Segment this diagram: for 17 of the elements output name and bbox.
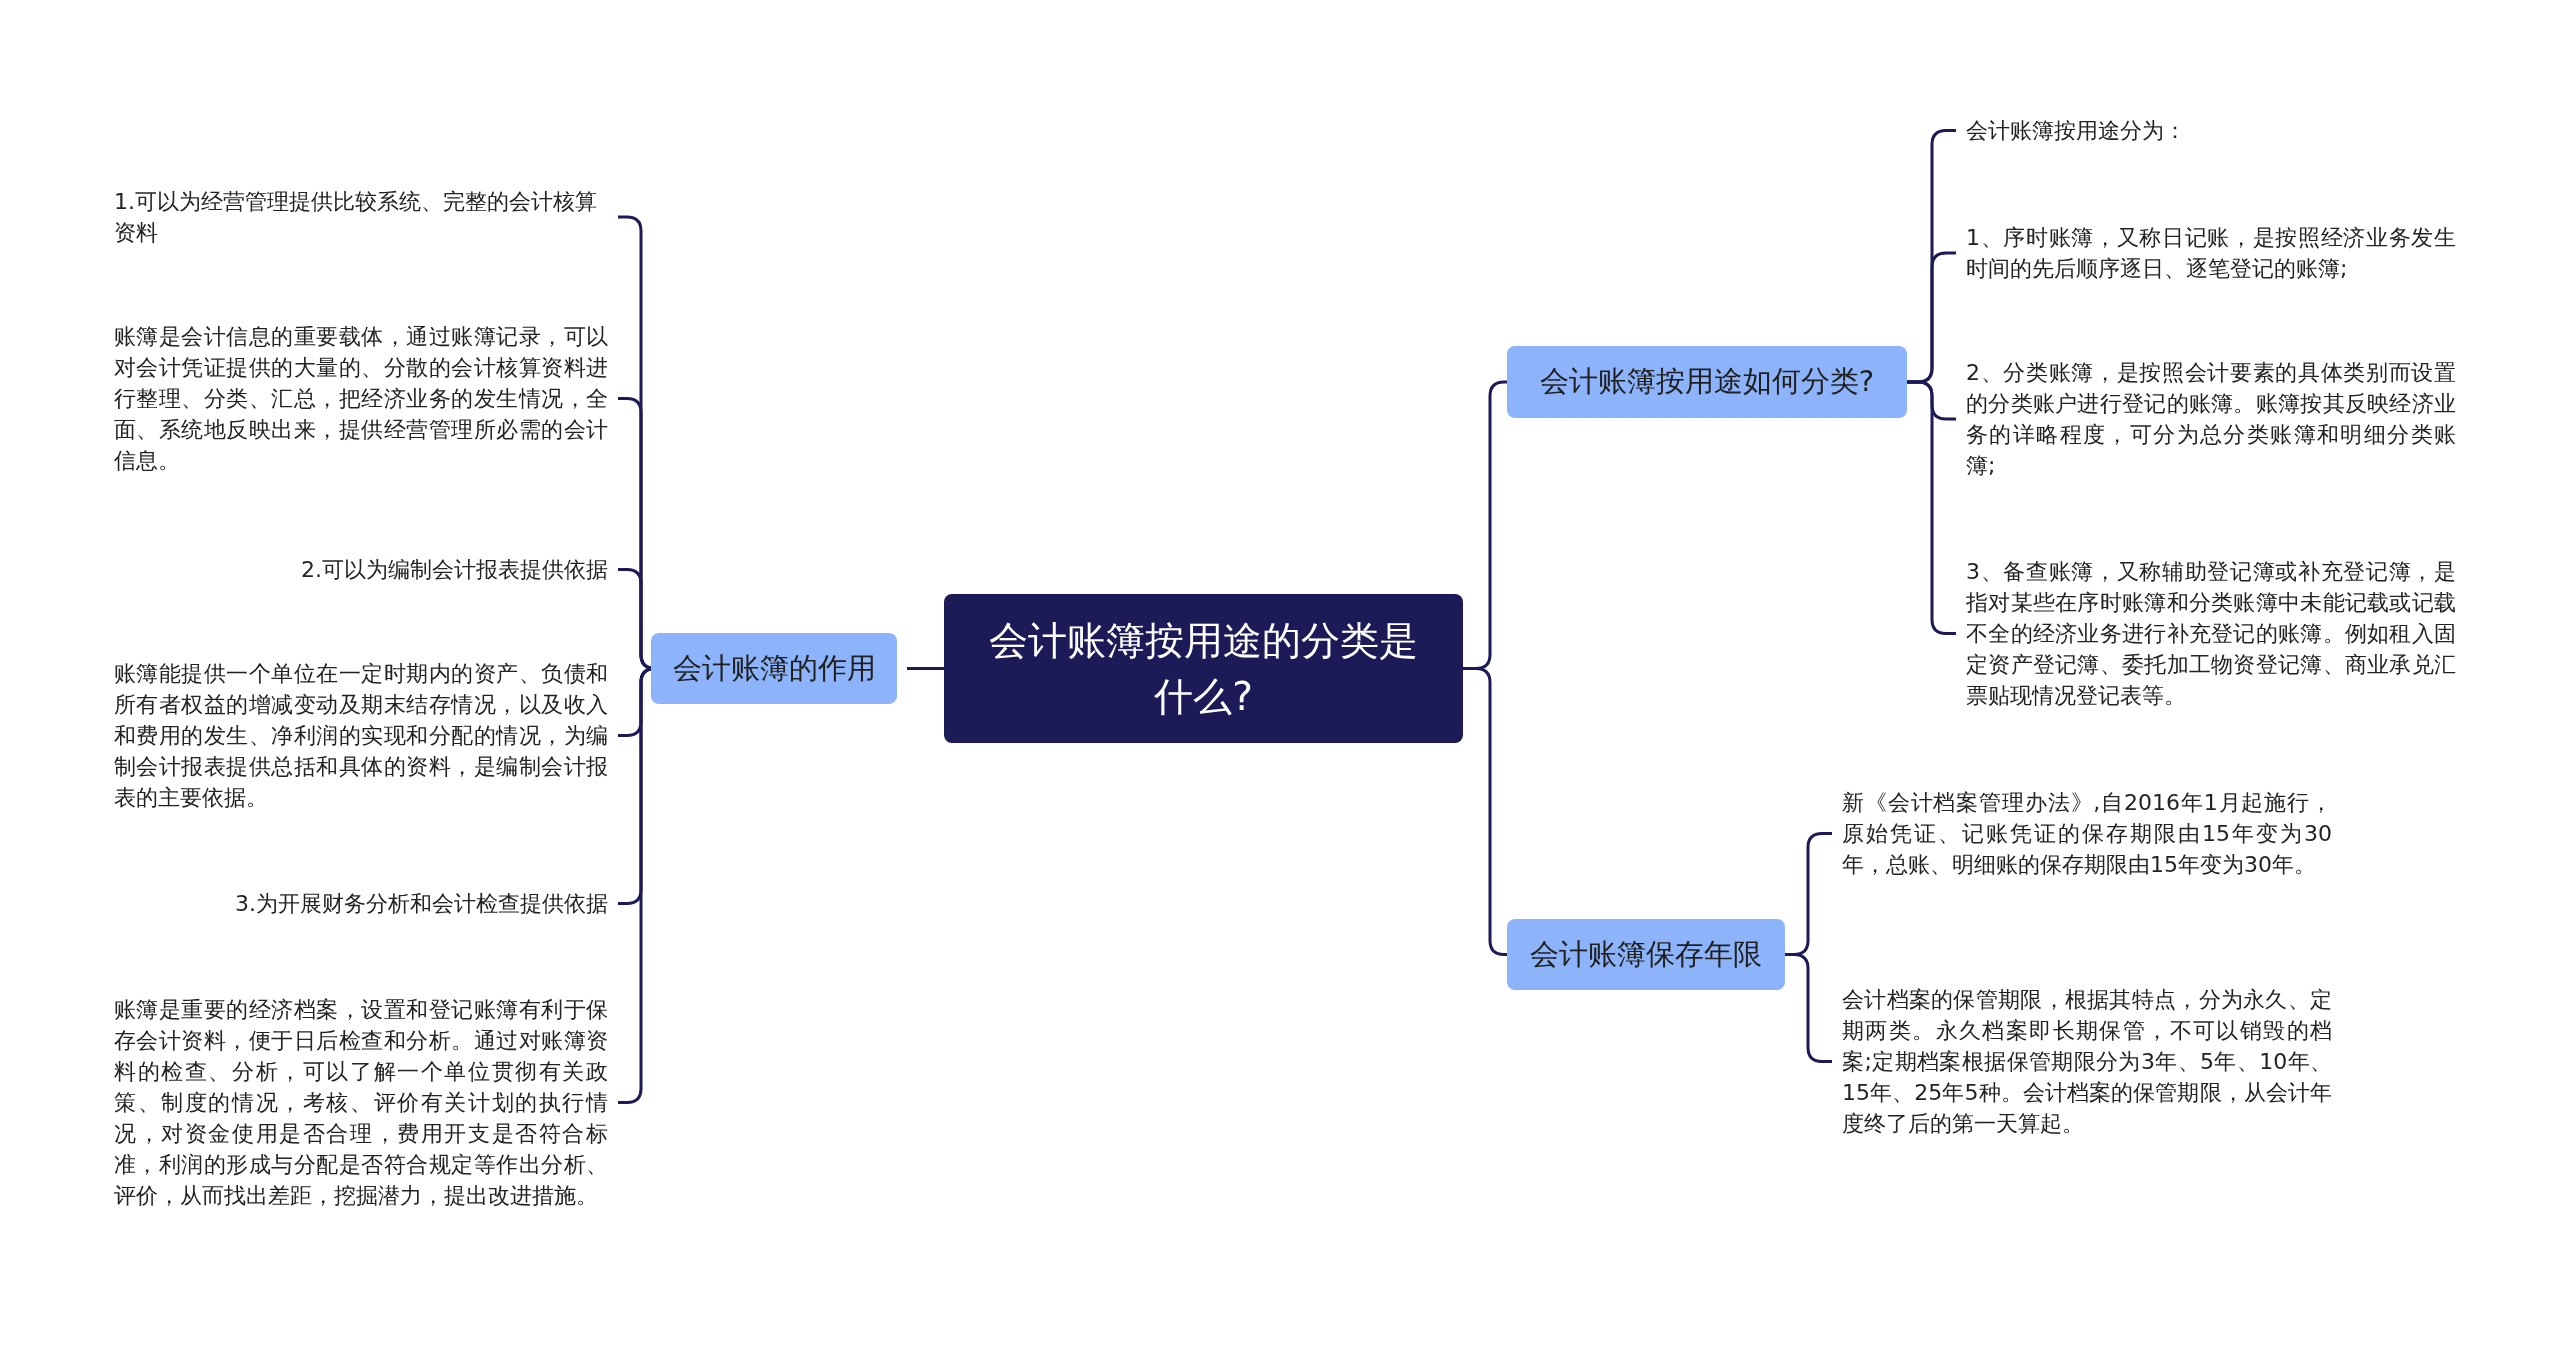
branch-topic-box: 会计账簿保存年限	[1507, 919, 1785, 990]
topic-text: 2、分类账簿，是按照会计要素的具体类别而设置的分类账户进行登记的账簿。账簿按其反映经济业务的详略程度，可分为总分类账簿和明细分类账簿;	[1966, 357, 2456, 481]
topic-text: 3.为开展财务分析和会计检查提供依据	[114, 888, 608, 919]
topic-text: 1、序时账簿，又称日记账，是按照经济业务发生时间的先后顺序逐日、逐笔登记的账簿;	[1966, 222, 2456, 284]
topic-text: 账簿是会计信息的重要载体，通过账簿记录，可以对会计凭证提供的大量的、分散的会计核算资料进行整理、分类、汇总，把经济业务的发生情况，全面、系统地反映出来，提供经营管理所必需的会计信息。	[114, 321, 608, 476]
root-topic-box: 会计账簿按用途的分类是什么?	[944, 594, 1463, 743]
topic-text: 1.可以为经营管理提供比较系统、完整的会计核算资料	[114, 186, 608, 248]
branch-topic-box: 会计账簿按用途如何分类?	[1507, 346, 1907, 418]
topic-text: 账簿是重要的经济档案，设置和登记账簿有利于保存会计资料，便于日后检查和分析。通过对账簿资料的检查、分析，可以了解一个单位贯彻有关政策、制度的情况，考核、评价有关计划的执行情况，对资金使用是否合理，费用开支是否符合标准，利润的形成与分配是否符合规定等作出分析、评价，从而找出差距，挖掘潜力，提出改进措施。	[114, 994, 608, 1211]
topic-text: 会计档案的保管期限，根据其特点，分为永久、定期两类。永久档案即长期保管，不可以销毁的档案;定期档案根据保管期限分为3年、5年、10年、15年、25年5种。会计档案的保管期限，从会计年度终了后的第一天算起。	[1842, 984, 2332, 1139]
topic-text: 账簿能提供一个单位在一定时期内的资产、负债和所有者权益的增减变动及期末结存情况，以及收入和费用的发生、净利润的实现和分配的情况，为编制会计报表提供总括和具体的资料，是编制会计报表的主要依据。	[114, 658, 608, 813]
topic-text: 会计账簿按用途分为：	[1966, 115, 2446, 146]
topic-text: 2.可以为编制会计报表提供依据	[114, 554, 608, 585]
connector-line	[907, 667, 944, 670]
topic-text: 新《会计档案管理办法》,自2016年1月起施行，原始凭证、记账凭证的保存期限由15年变为30年，总账、明细账的保存期限由15年变为30年。	[1842, 787, 2332, 880]
branch-topic-box: 会计账簿的作用	[651, 633, 897, 704]
topic-text: 3、备查账簿，又称辅助登记簿或补充登记簿，是指对某些在序时账簿和分类账簿中未能记载或记载不全的经济业务进行补充登记的账簿。例如租入固定资产登记簿、委托加工物资登记簿、商业承兑汇票贴现情况登记表等。	[1966, 556, 2456, 711]
